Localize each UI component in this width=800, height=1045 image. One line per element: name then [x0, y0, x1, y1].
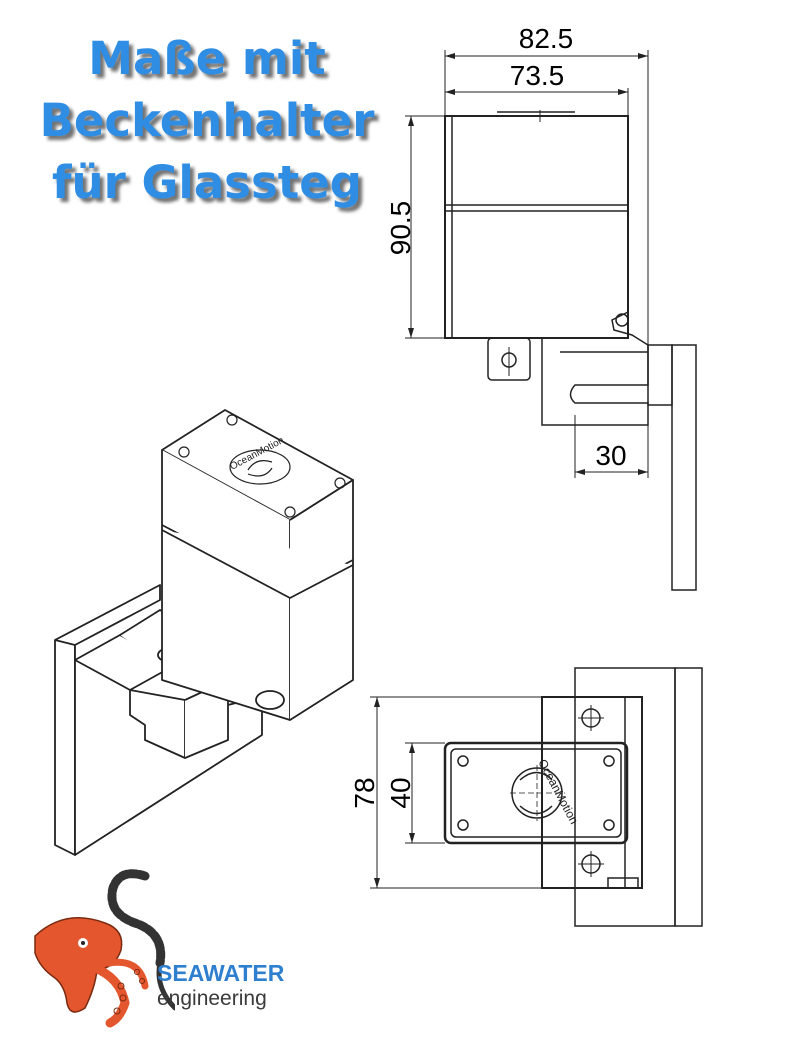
dim-glass: 30 — [595, 440, 626, 471]
title-line-2: Beckenhalter — [39, 94, 375, 147]
title-line-1: Maße mit — [88, 32, 326, 85]
brand-name: SEAWATER — [157, 960, 285, 986]
page-title: Maße mit Beckenhalter für Glassteg — [22, 28, 392, 214]
brand-subtitle: engineering — [157, 987, 267, 1010]
brand-wordmark: SEAWATER engineering — [157, 960, 284, 1010]
dim-width-body: 73.5 — [510, 60, 565, 91]
title-line-3: für Glassteg — [51, 156, 362, 209]
dim-depth-inner: 40 — [385, 777, 416, 808]
dim-height: 90.5 — [385, 201, 416, 256]
dim-width-outer: 82.5 — [519, 23, 574, 54]
dim-depth-outer: 78 — [349, 777, 380, 808]
seawater-octopus-logo — [34, 869, 175, 1028]
